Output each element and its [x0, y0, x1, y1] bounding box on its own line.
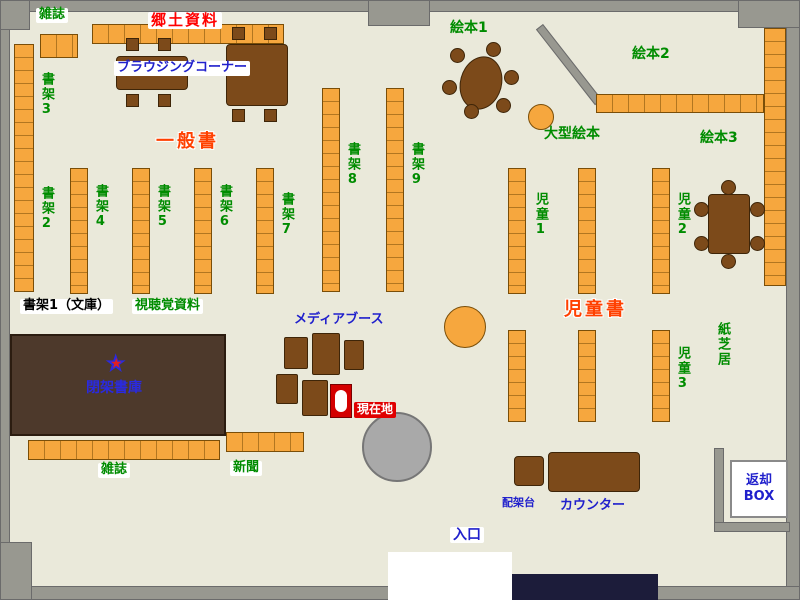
- stool: [464, 104, 479, 119]
- label-shelf-5: 書架5: [154, 184, 170, 231]
- label-local-materials: 郷土資料: [148, 11, 223, 30]
- label-magazines-bottom: 雑誌: [98, 462, 131, 478]
- media-booth-seat: [276, 374, 298, 404]
- star-inner-icon: ★: [110, 356, 123, 372]
- left-wall-shelf-2-3: [14, 44, 34, 292]
- stool: [442, 80, 457, 95]
- label-children-2: 児童2: [674, 192, 690, 239]
- magazines-bottom-shelf: [28, 440, 220, 460]
- label-newspapers: 新聞: [230, 460, 263, 476]
- shelving-table: [514, 456, 544, 486]
- stool: [750, 202, 765, 217]
- label-kamishibai: 紙芝居: [714, 322, 730, 367]
- bookshelf-6-strip: [194, 168, 212, 294]
- picture-books-3-wall-shelf: [764, 28, 786, 286]
- wall-pillar-top: [368, 0, 430, 26]
- return-box: 返却BOX: [730, 460, 788, 518]
- label-magazines-top: 雑誌: [36, 7, 69, 23]
- return-box-label: 返却BOX: [743, 473, 775, 504]
- bookshelf-9-strip: [386, 88, 404, 292]
- label-children-3: 児童3: [674, 346, 690, 393]
- wall-left: [0, 0, 10, 600]
- pillar: [362, 412, 432, 482]
- label-closed-stacks: 閉架書庫: [86, 380, 142, 396]
- children-lower-strip-1: [508, 330, 526, 422]
- bookshelf-4-strip: [70, 168, 88, 294]
- chair: [158, 38, 171, 51]
- closed-stacks-room: [10, 334, 226, 436]
- children-middle-strip: [578, 168, 596, 294]
- stool: [694, 202, 709, 217]
- stool: [486, 42, 501, 57]
- bookshelf-7-strip: [256, 168, 274, 294]
- label-children-1: 児童1: [532, 192, 548, 239]
- label-current-location: 現在地: [354, 402, 397, 418]
- media-booth-seat: [312, 333, 340, 375]
- bookshelf-8-strip: [322, 88, 340, 292]
- chair: [126, 38, 139, 51]
- stool: [721, 180, 736, 195]
- label-shelf-3: 書架3: [38, 72, 54, 119]
- label-browsing-corner: ブラウジングコーナー: [114, 60, 251, 76]
- stool: [750, 236, 765, 251]
- entrance-opening: [388, 552, 512, 600]
- label-shelf-4: 書架4: [92, 184, 108, 231]
- wall-corner-bottom-left: [0, 542, 32, 600]
- label-shelf-7: 書架7: [278, 192, 294, 239]
- label-general-books: 一般書: [156, 131, 219, 152]
- media-booth-seat: [344, 340, 364, 370]
- label-shelf-9: 書架9: [408, 142, 424, 189]
- star-icon: ★ ★: [104, 350, 132, 378]
- stool: [504, 70, 519, 85]
- picture-books-2-shelf: [596, 94, 764, 113]
- current-location-seat-icon: [335, 390, 347, 412]
- label-picture-books-3: 絵本3: [700, 130, 738, 146]
- label-media-booth: メディアブース: [294, 312, 384, 327]
- children-reading-table: [708, 194, 750, 254]
- children-3-strip: [652, 330, 670, 422]
- label-shelf-8: 書架8: [344, 142, 360, 189]
- label-shelving-table: 配架台: [502, 496, 535, 509]
- chair: [232, 27, 245, 40]
- stool: [694, 236, 709, 251]
- label-shelf-1-bunko: 書架1（文庫）: [20, 298, 114, 314]
- media-booth-seat: [284, 337, 308, 369]
- star-outer-icon: ★: [104, 349, 128, 379]
- wall-corner-top-right: [738, 0, 800, 28]
- label-large-picture-books: 大型絵本: [544, 126, 600, 142]
- chair: [158, 94, 171, 107]
- children-2-strip: [652, 168, 670, 294]
- label-audio-visual: 視聴覚資料: [132, 298, 204, 314]
- round-display-table: [444, 306, 486, 348]
- label-shelf-6: 書架6: [216, 184, 232, 231]
- entrance-mat: [512, 574, 658, 600]
- chair: [232, 109, 245, 122]
- newspapers-shelf: [226, 432, 304, 452]
- wall-return-alcove-vertical: [714, 448, 724, 532]
- magazine-shelf-top: [40, 34, 78, 58]
- children-1-strip: [508, 168, 526, 294]
- chair: [126, 94, 139, 107]
- chair: [264, 27, 277, 40]
- chair: [264, 109, 277, 122]
- wall-right: [786, 0, 800, 600]
- label-children-books: 児童書: [564, 299, 627, 320]
- counter-desk: [548, 452, 640, 492]
- wall-corner-top-left: [0, 0, 30, 30]
- stool: [496, 98, 511, 113]
- children-lower-strip-2: [578, 330, 596, 422]
- label-entrance: 入口: [450, 527, 484, 544]
- stool: [721, 254, 736, 269]
- label-counter: カウンター: [560, 498, 626, 513]
- label-shelf-2: 書架2: [38, 186, 54, 233]
- label-picture-books-2: 絵本2: [632, 46, 670, 62]
- label-picture-books-1: 絵本1: [450, 20, 488, 36]
- wall-return-alcove-horizontal: [714, 522, 790, 532]
- bookshelf-5-strip: [132, 168, 150, 294]
- large-picture-books-stand: [528, 104, 554, 130]
- media-booth-seat: [302, 380, 328, 416]
- stool: [450, 48, 465, 63]
